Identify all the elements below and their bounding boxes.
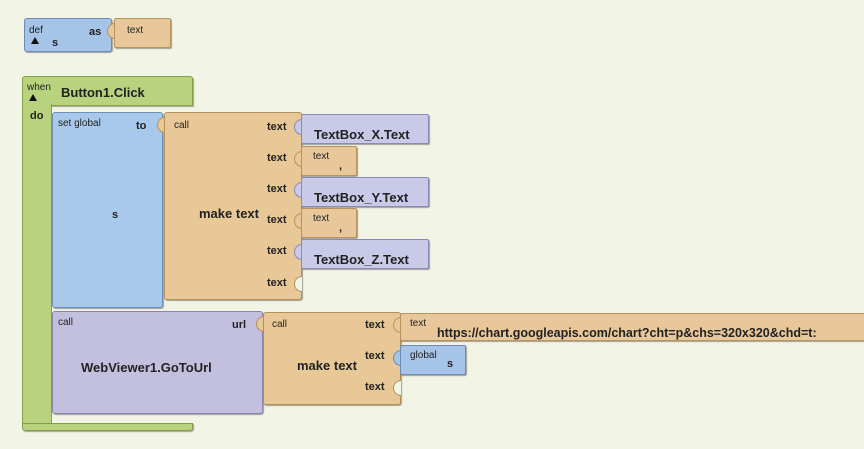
component-getter-block[interactable]: TextBox_Z.Text xyxy=(301,239,429,269)
method-call-block[interactable]: call url WebViewer1.GoToUrl xyxy=(52,311,263,414)
text-literal-value[interactable]: , xyxy=(339,160,343,172)
do-label: do xyxy=(30,110,44,122)
make-text-block[interactable]: call make text text text text text text … xyxy=(164,112,302,300)
def-label: def xyxy=(29,25,43,36)
call-label: call xyxy=(272,319,288,330)
global-variable-name[interactable]: s xyxy=(447,358,454,370)
collapse-triangle-icon[interactable] xyxy=(31,37,39,44)
component-property: TextBox_Z.Text xyxy=(314,252,409,267)
text-literal-label: text xyxy=(313,213,330,224)
event-footer xyxy=(22,423,193,431)
text-type-block[interactable]: text xyxy=(114,18,171,48)
make-text-label: make text xyxy=(297,358,357,373)
to-label: to xyxy=(136,120,147,132)
component-property: TextBox_X.Text xyxy=(314,127,410,142)
set-global-block[interactable]: set global to s xyxy=(52,112,163,308)
set-global-label: set global xyxy=(58,118,101,129)
text-literal-block[interactable]: text , xyxy=(301,146,357,176)
event-spine[interactable]: do xyxy=(22,104,52,426)
def-variable-block[interactable]: def s as xyxy=(24,18,112,52)
as-label: as xyxy=(89,26,102,38)
text-socket-label: text xyxy=(267,214,287,226)
text-literal-label: text xyxy=(410,318,427,329)
text-socket-label: text xyxy=(267,277,287,289)
global-getter-block[interactable]: global s xyxy=(400,345,466,375)
global-variable-name[interactable]: s xyxy=(112,209,119,221)
event-name: Button1.Click xyxy=(61,85,145,100)
text-socket-label: text xyxy=(365,381,385,393)
text-socket-label: text xyxy=(365,319,385,331)
text-socket-label: text xyxy=(267,152,287,164)
text-socket-label: text xyxy=(267,121,287,133)
text-socket-label: text xyxy=(267,183,287,195)
text-literal-label: text xyxy=(313,151,330,162)
text-literal-value[interactable]: , xyxy=(339,222,343,234)
call-label: call xyxy=(174,120,190,131)
make-text-label: make text xyxy=(199,206,259,221)
variable-name[interactable]: s xyxy=(52,37,59,49)
component-getter-block[interactable]: TextBox_Y.Text xyxy=(301,177,429,207)
call-label: call xyxy=(58,317,74,328)
text-type-label: text xyxy=(127,25,144,36)
component-property: TextBox_Y.Text xyxy=(314,190,409,205)
text-literal-block[interactable]: text , xyxy=(301,208,357,238)
url-text-value[interactable]: https://chart.googleapis.com/chart?cht=p… xyxy=(437,326,817,340)
when-label: when xyxy=(27,82,51,93)
url-text-block[interactable]: text https://chart.googleapis.com/chart?… xyxy=(400,313,864,341)
make-text-block[interactable]: call make text text text text xyxy=(263,312,401,405)
event-header[interactable]: when Button1.Click xyxy=(22,76,193,106)
text-socket-label: text xyxy=(267,245,287,257)
global-label: global xyxy=(410,350,437,361)
component-getter-block[interactable]: TextBox_X.Text xyxy=(301,114,429,144)
url-label: url xyxy=(232,319,247,331)
method-name: WebViewer1.GoToUrl xyxy=(81,360,212,375)
collapse-triangle-icon[interactable] xyxy=(29,94,37,101)
text-socket-label: text xyxy=(365,350,385,362)
